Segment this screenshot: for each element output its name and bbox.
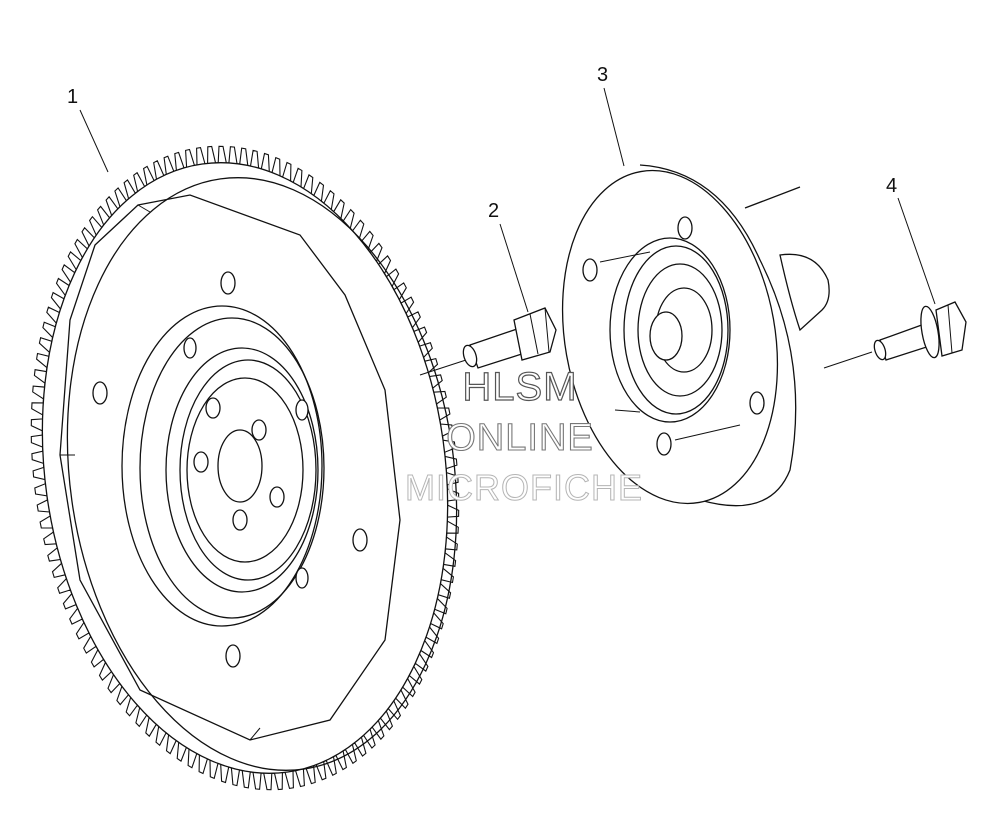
hub-outer <box>121 305 323 627</box>
flange-hole <box>582 258 598 282</box>
plate-hole <box>92 381 108 405</box>
hub-hole <box>295 567 309 589</box>
hub-step-edge <box>179 359 317 581</box>
spigot-edge <box>599 251 651 263</box>
center-bore <box>217 429 263 503</box>
ring-gear-face-edge <box>66 177 458 771</box>
watermark-line-1: HLSM <box>462 365 577 409</box>
rear-shaft <box>779 253 830 332</box>
bolt-hex-edge <box>947 304 953 354</box>
hub-inner <box>186 377 304 563</box>
callout-1: 1 <box>67 86 78 108</box>
adapter-hub-part-3 <box>561 164 830 507</box>
spigot-inner <box>637 263 723 397</box>
hub-hole <box>251 419 267 441</box>
flange-hole <box>677 216 693 240</box>
axis-line <box>744 186 801 209</box>
boss-bore <box>649 311 683 361</box>
bolt-part-2 <box>462 307 557 369</box>
spigot-outer-edge <box>623 245 729 415</box>
hub-outer-edge <box>139 317 325 619</box>
flange-hole <box>749 391 765 415</box>
bolt-tip <box>873 339 887 361</box>
plate-hole <box>352 528 368 552</box>
leader-line-4 <box>897 197 936 305</box>
bolt-hex-edge <box>544 307 550 353</box>
axis-line <box>823 351 873 369</box>
callout-4: 4 <box>886 175 897 197</box>
leader-line-3 <box>603 87 625 167</box>
hub-step <box>165 347 319 593</box>
plate-hole <box>220 271 236 295</box>
flywheel-part-1 <box>30 145 467 791</box>
plate-edge <box>249 727 261 741</box>
bolt-flange <box>920 305 940 359</box>
hub-hole <box>183 337 197 359</box>
spigot-outer <box>609 237 731 423</box>
plate-hole <box>225 644 241 668</box>
flywheel-plate <box>59 194 401 741</box>
hub-hole <box>295 399 309 421</box>
flange-hole <box>656 432 672 456</box>
bolt-tip <box>462 344 478 368</box>
callout-2: 2 <box>488 200 499 222</box>
hub-hole <box>269 486 285 508</box>
spigot-edge <box>674 424 741 441</box>
hub-hole <box>205 397 221 419</box>
spigot-edge <box>614 409 641 413</box>
watermark-line-2: ONLINE <box>446 417 593 459</box>
leader-line-2 <box>499 223 529 313</box>
leader-line-1 <box>79 109 109 173</box>
plate-edge <box>137 204 151 213</box>
callout-3: 3 <box>597 64 608 86</box>
watermark-line-3: MICROFICHE <box>405 467 643 508</box>
hub-hole <box>232 509 248 531</box>
hub-hole <box>193 451 209 473</box>
flange-back-edge <box>639 164 797 507</box>
bolt-part-4 <box>823 301 967 369</box>
bolt-hex-head <box>935 301 967 357</box>
bolt-hex-head <box>513 307 557 361</box>
axis-line <box>419 359 467 376</box>
bolt-hex-edge <box>529 313 539 355</box>
